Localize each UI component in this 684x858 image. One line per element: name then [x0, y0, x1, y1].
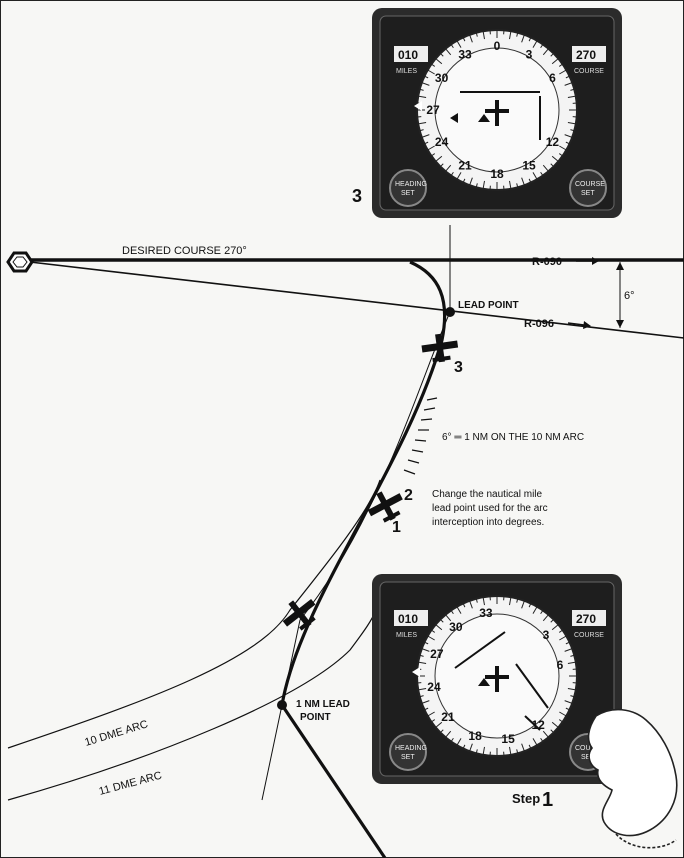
angle-arrow-down-icon: [616, 320, 624, 328]
note-line-2: lead point used for the arc: [432, 503, 548, 514]
hsi-top-dial-number: 15: [522, 158, 536, 172]
hsi-bottom-dial-number: 27: [430, 647, 444, 661]
hsi-bottom-dial-number: 6: [557, 658, 564, 672]
hsi-top-miles-window: [394, 46, 428, 62]
lead-point-dot: [445, 307, 455, 317]
hsi-top-course-knob-label-2: SET: [581, 190, 595, 197]
hsi-bottom-heading-knob[interactable]: [389, 733, 427, 771]
hsi-bottom-dial-number: 3: [543, 628, 550, 642]
hsi-bottom-cdi-bar: [515, 663, 549, 709]
hsi-bottom-dial-number: 21: [441, 710, 455, 724]
arc-10-label: 10 DME ARC: [83, 718, 149, 749]
hsi-top-course-label: COURSE: [574, 68, 604, 75]
aircraft-mark-2: 2: [404, 487, 413, 504]
hsi-top-miles-label: MILES: [396, 68, 417, 75]
radial-096-label: R-096: [524, 318, 554, 330]
hsi-bottom-miles-value: 010: [398, 612, 418, 626]
hsi-bottom-aircraft-symbol-icon: [485, 666, 509, 692]
hsi-bottom-dial-number: 33: [479, 606, 493, 620]
hsi-top-dial-number: 0: [494, 39, 501, 53]
hsi-top-course-knob-label-1: COURSE: [575, 181, 605, 188]
hsi-top-dial-number: 21: [458, 158, 472, 172]
hsi-bottom-course-label: COURSE: [574, 632, 604, 639]
hsi-top-ticks: [417, 30, 577, 190]
note-line-3: interception into degrees.: [432, 517, 544, 528]
hsi-top-dial-number: 3: [526, 48, 533, 62]
radial-096-line: [29, 261, 684, 339]
hsi-top-heading-knob-label-2: SET: [401, 190, 415, 197]
hsi-bottom-course-needle: [454, 631, 506, 669]
hsi-top-heading-knob[interactable]: [389, 169, 427, 207]
radial-090-arrowhead-icon: [592, 257, 599, 265]
step-number: 1: [542, 789, 553, 811]
hsi-bottom-miles-label: MILES: [396, 632, 417, 639]
hand-icon: [587, 708, 678, 849]
hsi-top-heading-knob-label-1: HEADING: [395, 181, 427, 188]
hsi-top-course-pointer-icon: [450, 113, 458, 123]
hsi-top-to-from-icon: [478, 114, 490, 122]
aircraft-mark-3: 3: [454, 359, 463, 376]
hsi-bottom-dial-number: 12: [531, 718, 545, 732]
hsi-bottom-course-window: [572, 610, 606, 626]
hsi-bottom-dial-number: 24: [427, 680, 441, 694]
hsi-bottom: 010 MILES 270 COURSE 333612151821242730 …: [372, 574, 622, 784]
radial-090-label: R-090: [532, 256, 562, 268]
radial-096-arrow-icon: [567, 322, 585, 326]
hsi-bottom-to-from-icon: [478, 678, 490, 686]
hsi-bottom-course-knob-label-2: SET: [581, 754, 595, 761]
note-line-1: Change the nautical mile: [432, 489, 543, 500]
hsi-top-aircraft-symbol-icon: [485, 100, 509, 126]
hsi-top-course-value: 270: [576, 48, 596, 62]
hsi-bottom-dial-number: 30: [449, 620, 463, 634]
hsi-bottom-dial-number: 15: [501, 732, 515, 746]
hsi-bottom-course-knob-label-1: COURSE: [575, 745, 605, 752]
angle-arrow-up-icon: [616, 262, 624, 270]
vortac-station-icon: [6, 251, 34, 273]
hsi-top-heading-bug-icon: [414, 101, 422, 111]
arc-10-dme-line: [7, 479, 381, 749]
angle-label: 6°: [624, 290, 635, 302]
step-label: Step: [512, 791, 540, 806]
nm-lead-point-label-line2: POINT: [300, 712, 331, 723]
hsi-top-dial-number: 30: [435, 71, 449, 85]
arc-tick-marks: [403, 397, 438, 475]
flight-path-line: [280, 260, 447, 858]
hsi-bottom-course-value: 270: [576, 612, 596, 626]
hsi-top-dial-number: 12: [546, 135, 560, 149]
hsi-bottom-heading-knob-label-2: SET: [401, 754, 415, 761]
marker-3-top: 3: [352, 186, 362, 206]
aircraft-icon-2: [367, 491, 403, 523]
hsi-top-course-knob[interactable]: [569, 169, 607, 207]
hsi-top-miles-value: 010: [398, 48, 418, 62]
arc-scale-label: 6° ═ 1 NM ON THE 10 NM ARC: [442, 432, 584, 443]
nm-lead-point-dot: [277, 700, 287, 710]
hsi-bottom-miles-window: [394, 610, 428, 626]
hsi-bottom-ticks: [417, 596, 577, 756]
aircraft-icon-3: [421, 333, 459, 363]
radial-096-arrowhead-icon: [583, 321, 591, 329]
hsi-bottom-course-tail: [524, 715, 541, 731]
hsi-bottom-heading-knob-label-1: HEADING: [395, 745, 427, 752]
hsi-bottom-heading-bug-icon: [412, 667, 420, 677]
hsi-top-dial-number: 33: [458, 48, 472, 62]
hsi-top-course-window: [572, 46, 606, 62]
lead-point-label: LEAD POINT: [458, 300, 519, 311]
hsi-top-dial-number: 18: [490, 167, 504, 181]
arc-11-label: 11 DME ARC: [98, 770, 164, 798]
hsi-top-dial-number: 24: [435, 135, 449, 149]
hsi-bottom-dial-number: 18: [468, 729, 482, 743]
hsi-top-dial-number: 27: [426, 103, 440, 117]
aircraft-icon-1: [282, 598, 316, 631]
hsi-top: 010 MILES 270 COURSE 0 3 6 12 15 18 21 24 27 30 33…: [372, 8, 622, 218]
aircraft-mark-1: 1: [392, 519, 401, 536]
hsi-top-dial-number: 6: [549, 71, 556, 85]
nm-lead-point-label-line1: 1 NM LEAD: [296, 699, 350, 710]
arc-11-dme-line: [7, 609, 377, 801]
desired-course-label: DESIRED COURSE 270°: [122, 245, 247, 257]
